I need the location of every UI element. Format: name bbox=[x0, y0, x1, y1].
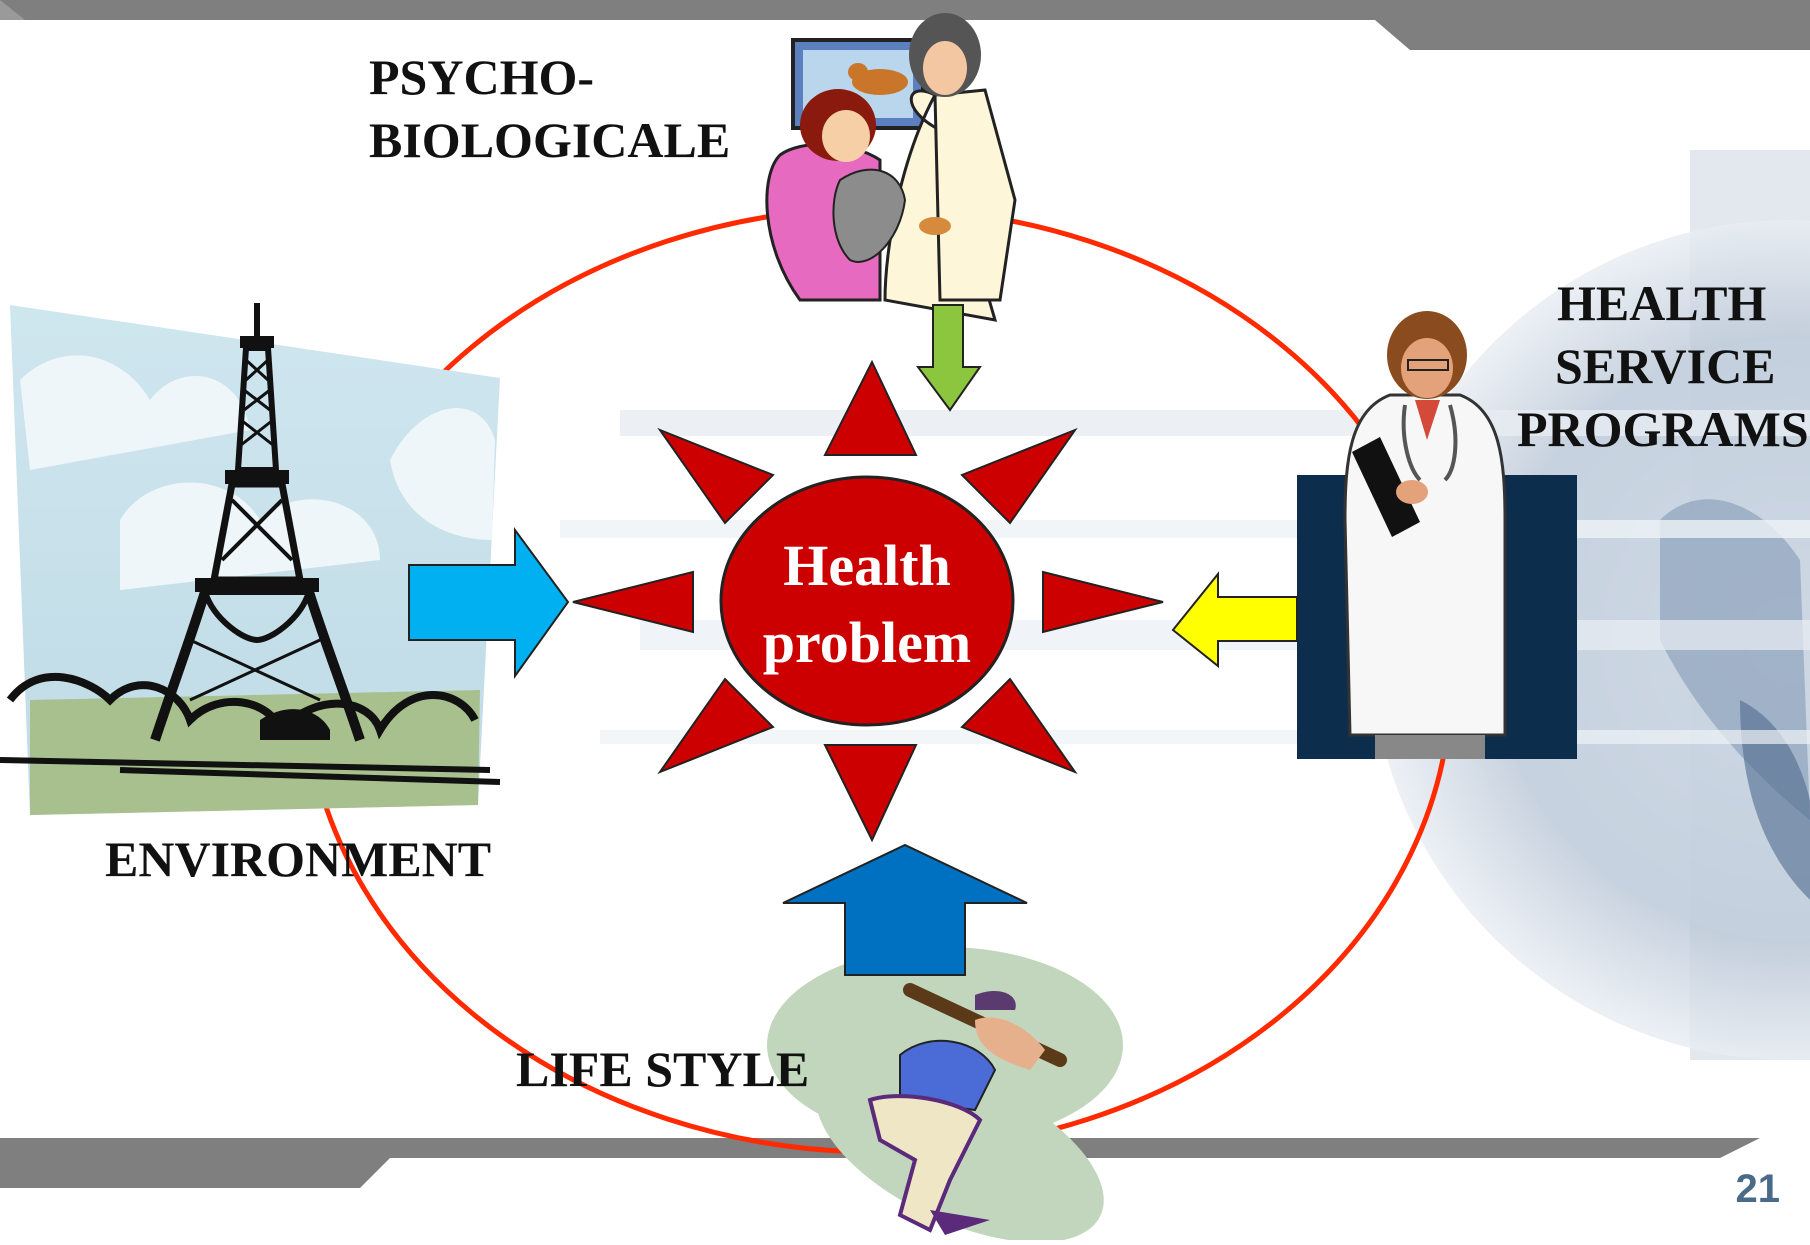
health-label-line2: SERVICE bbox=[1555, 338, 1776, 394]
veterinarian-image bbox=[765, 13, 1017, 322]
health-service-arrow bbox=[1171, 571, 1298, 669]
psycho-biological-arrow bbox=[916, 304, 982, 412]
center-line1: Health bbox=[783, 533, 951, 598]
doctor-image bbox=[1297, 311, 1577, 759]
environment-arrow bbox=[408, 526, 570, 680]
health-label-line3: PROGRAMS bbox=[1517, 401, 1809, 457]
sun-ray-top-left bbox=[657, 427, 775, 525]
sun-ray-bottom-right bbox=[960, 677, 1078, 775]
lifestyle-arrow bbox=[782, 843, 1028, 976]
health-label-line1: HEALTH bbox=[1557, 275, 1767, 331]
baseball-player-image bbox=[767, 947, 1123, 1243]
top-band bbox=[0, 0, 1810, 50]
sun-ray-top bbox=[823, 359, 918, 456]
environment-label: ENVIRONMENT bbox=[105, 831, 492, 887]
sun-ray-left bbox=[572, 570, 694, 634]
bottom-band bbox=[0, 1138, 1760, 1188]
lifestyle-label: LIFE STYLE bbox=[516, 1041, 810, 1097]
page-number: 21 bbox=[1735, 1167, 1781, 1211]
psycho-label-line2: BIOLOGICALE bbox=[369, 112, 731, 168]
sun-ray-top-right bbox=[960, 427, 1078, 525]
health-problem-ellipse bbox=[719, 475, 1015, 727]
sun-ray-bottom-left bbox=[657, 677, 775, 775]
sun-burst bbox=[572, 359, 1164, 843]
center-line2: problem bbox=[763, 610, 971, 675]
eiffel-tower-image bbox=[0, 303, 501, 815]
sun-ray-right bbox=[1042, 570, 1164, 634]
sun-ray-bottom bbox=[823, 744, 918, 843]
psycho-label-line1: PSYCHO- bbox=[369, 49, 594, 105]
